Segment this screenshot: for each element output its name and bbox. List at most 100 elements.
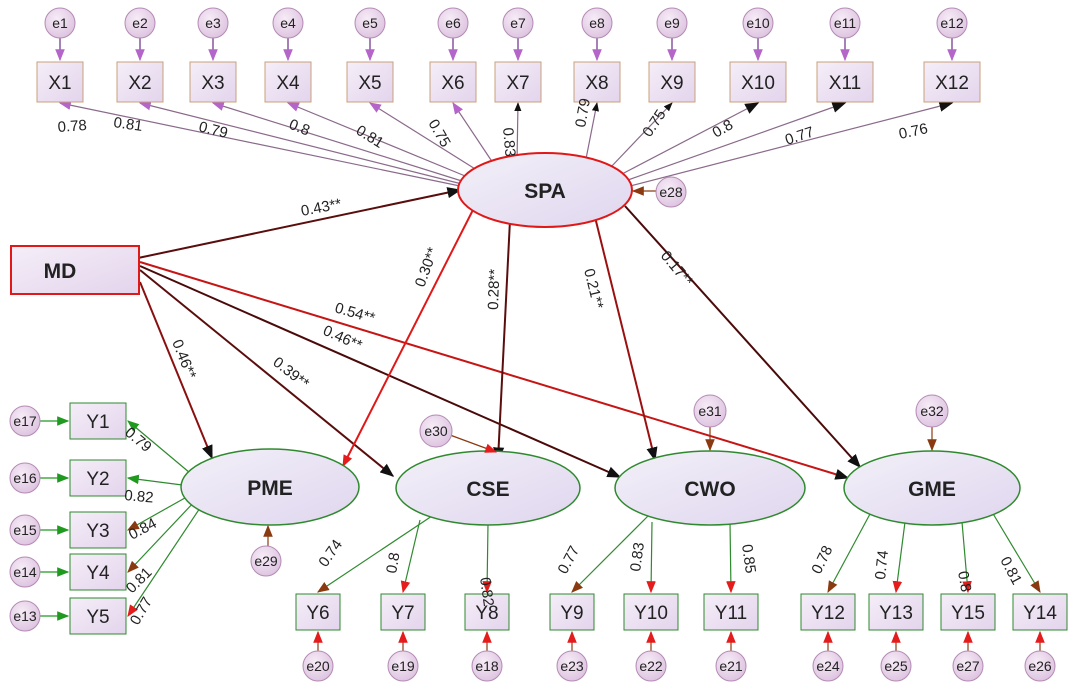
error-circle: [812, 650, 844, 682]
indicator-label: Y15: [951, 603, 985, 624]
spa-label: SPA: [524, 180, 566, 203]
error-circle: [272, 7, 304, 39]
error-label: e21: [719, 658, 743, 674]
bottom-loadings: [317, 511, 1041, 594]
indicator-label: X1: [48, 73, 71, 94]
error-label: e12: [940, 15, 964, 31]
error-label: e2: [132, 15, 148, 31]
indicator-label: X2: [128, 73, 151, 94]
e31-label: e31: [698, 403, 722, 419]
error-circle: [44, 7, 76, 39]
loading-x3: 0.79: [197, 118, 229, 142]
indicator-y1: e17 Y1: [9, 402, 127, 440]
error-label: e1: [52, 15, 68, 31]
error-circle: [9, 600, 41, 632]
loading-y11: 0.85: [738, 543, 759, 574]
coef-spa-cse: 0.28**: [485, 269, 503, 311]
cwo-label: CWO: [684, 478, 735, 501]
indicator-box: [69, 459, 127, 497]
indicator-box: [464, 593, 510, 631]
error-circle: [715, 650, 747, 682]
error-e29: e29: [250, 524, 282, 577]
indicator-box: [549, 593, 595, 631]
indicator-label: Y1: [86, 412, 109, 433]
indicator-label: Y8: [475, 603, 498, 624]
error-circle: [656, 7, 688, 39]
e32-label: e32: [920, 403, 944, 419]
error-e30: e30: [419, 414, 498, 453]
indicator-box: [816, 61, 874, 103]
indicator-box: [189, 61, 237, 103]
e28-label: e28: [659, 184, 683, 200]
error-circle: [880, 650, 912, 682]
loading-x6: 0.75: [425, 117, 454, 151]
loading-y3: 0.84: [126, 515, 160, 544]
loading-x7: 0.83: [499, 127, 518, 158]
error-label: e17: [13, 413, 37, 429]
error-circle: [936, 7, 968, 39]
indicator-box: [69, 553, 127, 591]
construct-gme: GME: [843, 450, 1021, 526]
indicator-label: Y10: [634, 603, 668, 624]
indicator-label: X5: [358, 73, 381, 94]
error-label: e15: [13, 522, 37, 538]
error-label: e4: [280, 15, 296, 31]
loading-y7: 0.8: [383, 551, 403, 574]
error-circle: [556, 650, 588, 682]
error-circle: [471, 650, 503, 682]
indicator-label: X10: [741, 73, 775, 94]
error-circle: [829, 7, 861, 39]
error-label: e5: [362, 15, 378, 31]
structural-paths: [137, 187, 861, 480]
loading-x2: 0.81: [112, 114, 143, 135]
error-e31: e31: [693, 394, 727, 452]
construct-spa: SPA: [457, 152, 633, 228]
loading-y12: 0.78: [808, 543, 836, 577]
indicator-y11: Y11 e21: [703, 593, 759, 682]
indicator-box: [573, 61, 621, 103]
indicator-box: [69, 402, 127, 440]
loading-x12: 0.76: [897, 120, 929, 143]
loading-y2: 0.82: [124, 487, 155, 506]
indicator-box: [429, 61, 477, 103]
indicator-label: X7: [506, 73, 529, 94]
loading-x5: 0.81: [353, 122, 387, 152]
error-circle: [302, 650, 334, 682]
indicator-label: Y7: [391, 603, 414, 624]
error-circle: [197, 7, 229, 39]
error-label: e3: [205, 15, 221, 31]
loading-y14: 0.81: [996, 554, 1025, 588]
indicator-label: Y5: [86, 607, 109, 628]
indicator-label: X9: [660, 73, 683, 94]
loading-y6: 0.74: [315, 537, 346, 571]
error-circle: [9, 556, 41, 588]
indicator-label: Y11: [715, 603, 747, 624]
error-label: e18: [475, 658, 499, 674]
indicator-box: [923, 61, 981, 103]
loading-y13: 0.74: [872, 550, 892, 581]
pme-loading-coefficients: 0.790.820.840.810.77: [121, 424, 159, 628]
indicator-box: [648, 61, 696, 103]
construct-pme: PME: [180, 448, 360, 526]
pme-label: PME: [247, 477, 293, 500]
coef-spa-gme: 0.17**: [657, 248, 696, 290]
error-e28: e28: [631, 176, 687, 208]
error-circle: [387, 650, 419, 682]
indicator-box: [69, 597, 127, 635]
error-label: e7: [510, 15, 526, 31]
loading-x1: 0.78: [57, 117, 87, 136]
construct-cse: CSE: [395, 450, 581, 526]
